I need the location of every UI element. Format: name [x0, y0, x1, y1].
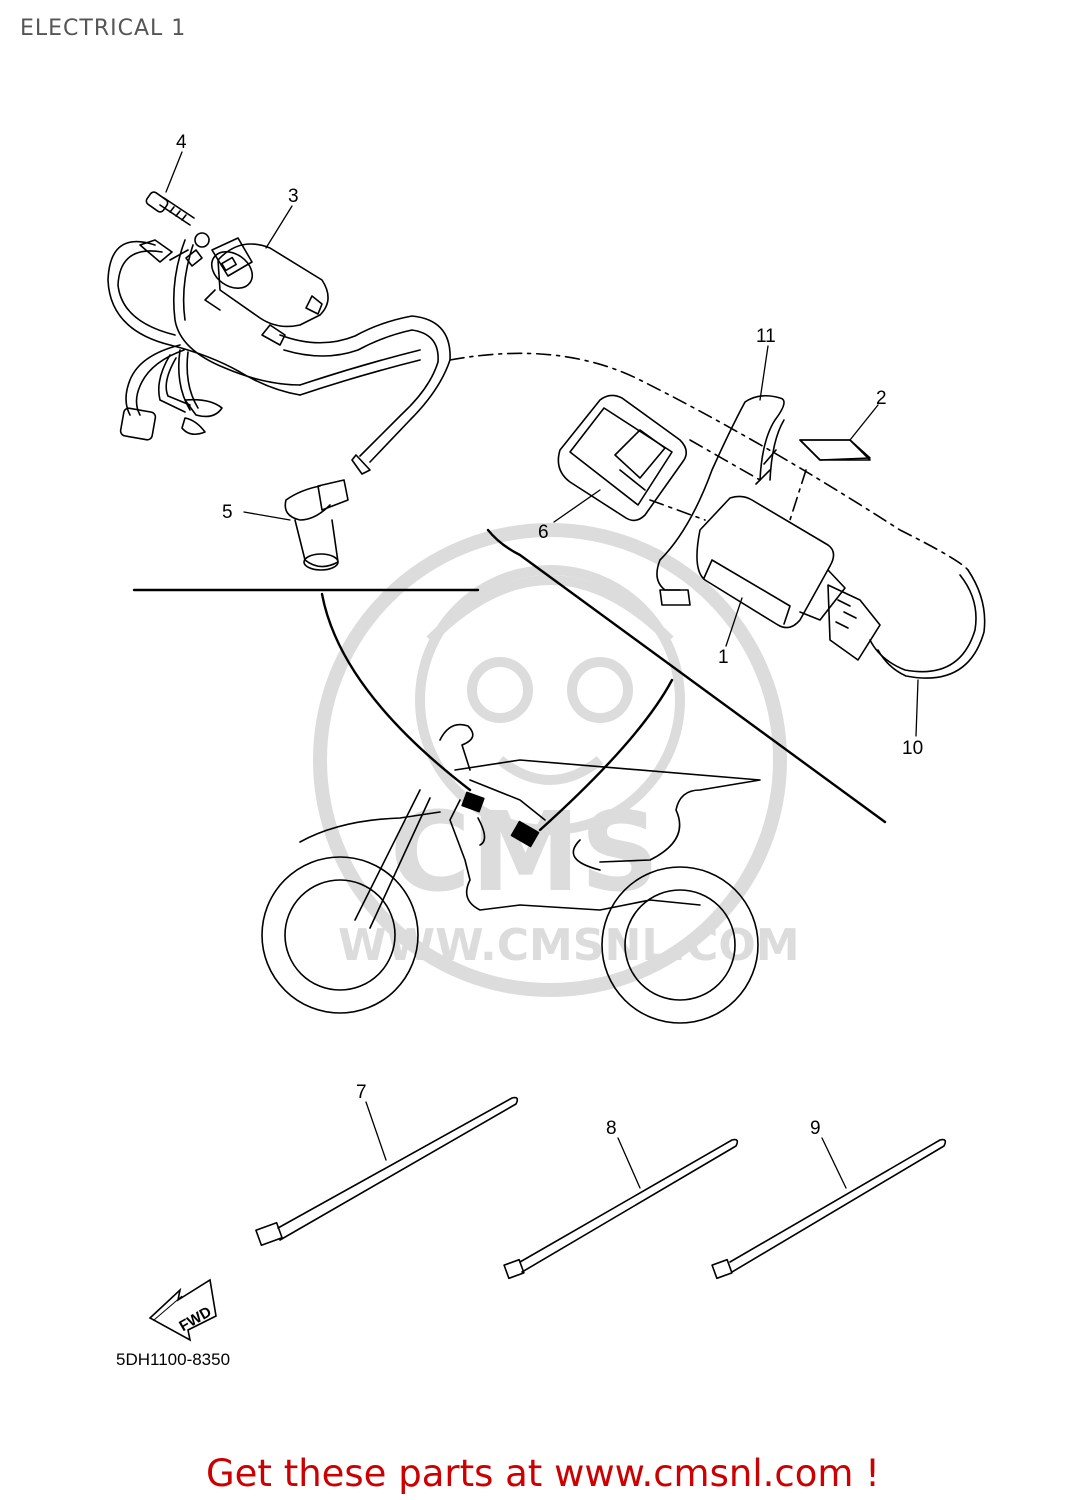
- cdi-unit-part: [696, 495, 986, 679]
- leader-lines: [165, 151, 919, 1189]
- cdi-location-wire: [477, 817, 486, 846]
- page-title: ELECTRICAL 1: [20, 16, 187, 41]
- cable-tie-8: [503, 1138, 739, 1280]
- callout-11: 11: [756, 326, 776, 347]
- plate-part: [799, 439, 871, 461]
- callout-8: 8: [606, 1118, 617, 1139]
- diagram-code: 5DH1100-8350: [116, 1350, 231, 1369]
- promo-banner-link[interactable]: Get these parts at www.cmsnl.com !: [205, 1452, 880, 1495]
- watermark-brand: CMS: [390, 788, 659, 916]
- enlargement-bracket: [132, 528, 887, 832]
- rubber-cover-part: [557, 394, 688, 522]
- spark-plug-cap-part: [284, 479, 349, 571]
- fwd-label: FWD: [176, 1303, 214, 1335]
- callout-4: 4: [176, 132, 187, 153]
- callout-5: 5: [222, 502, 233, 523]
- fwd-arrow-icon: FWD: [148, 1278, 217, 1342]
- callout-10: 10: [902, 738, 923, 759]
- connection-lines: [449, 352, 969, 571]
- ignition-coil-part: [107, 232, 451, 475]
- motorcycle-outline: [261, 723, 761, 1024]
- cable-tie-7: [255, 1096, 519, 1247]
- lead-wire-part: [656, 394, 871, 606]
- callout-7: 7: [356, 1082, 367, 1103]
- cable-tie-9: [711, 1138, 947, 1280]
- bolt-part: [145, 191, 195, 226]
- callout-3: 3: [288, 186, 299, 207]
- callout-6: 6: [538, 522, 549, 543]
- cdi-location-marker: [461, 791, 540, 848]
- callout-2: 2: [876, 388, 887, 409]
- callout-9: 9: [810, 1118, 821, 1139]
- watermark: CMS WWW.CMSNL.COM: [313, 523, 800, 997]
- callout-1: 1: [718, 647, 729, 668]
- watermark-url: WWW.CMSNL.COM: [338, 920, 800, 971]
